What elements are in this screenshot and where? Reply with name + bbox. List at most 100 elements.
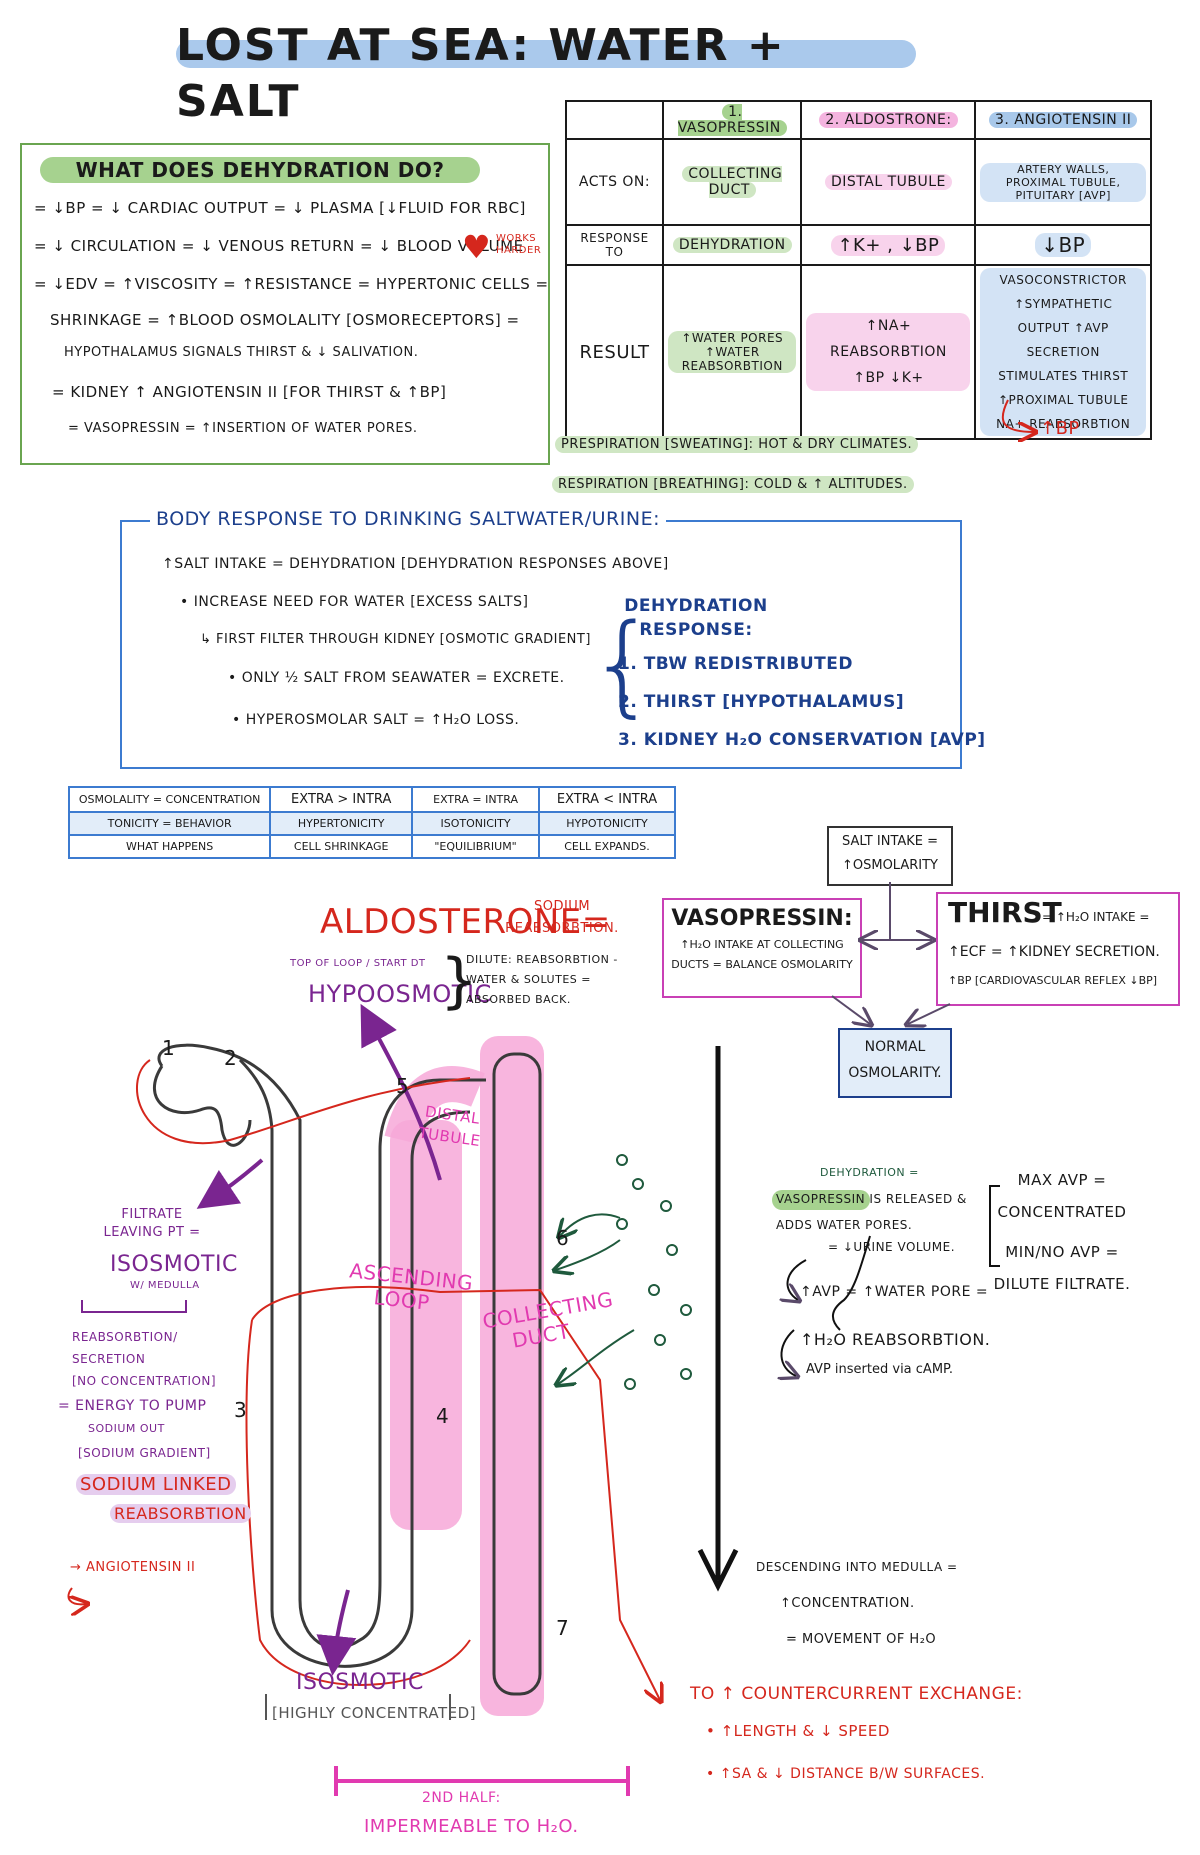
- reabsorb-line-4: = ENERGY TO PUMP: [58, 1398, 207, 1414]
- osm-r2c2: HYPERTONICITY: [269, 811, 414, 836]
- filtrate-pt-label: FILTRATE LEAVING PT =: [103, 1207, 201, 1240]
- isosmotic-bottom-label: ISOSMOTIC: [296, 1670, 424, 1695]
- vaso-acts-on: COLLECTING DUCT: [662, 138, 803, 226]
- normal-osmolarity-box: NORMAL OSMOLARITY.: [838, 1028, 952, 1098]
- osm-r2c4: HYPOTONICITY: [538, 811, 676, 836]
- red-trace: [136, 1059, 471, 1145]
- hypoosmotic-label: HYPOOSMOTIC: [308, 980, 492, 1008]
- nephron-number-4: 4: [436, 1404, 449, 1428]
- osm-r2c3: ISOTONICITY: [411, 811, 540, 836]
- respiration-note: RESPIRATION [BREATHING]: COLD & ↑ ALTITU…: [552, 476, 914, 493]
- header-vasopressin: 1. VASOPRESSIN: [662, 100, 803, 140]
- countercurrent-line-1: • ↑LENGTH & ↓ SPEED: [706, 1722, 890, 1740]
- dehydration-heading: WHAT DOES DEHYDRATION DO?: [40, 157, 480, 183]
- header-angiotensin: 3. ANGIOTENSIN II: [974, 100, 1152, 140]
- dehydration-line-1: = ↓BP = ↓ CARDIAC OUTPUT = ↓ PLASMA [↓FL…: [34, 199, 526, 217]
- osm-r1c3: EXTRA = INTRA: [411, 786, 540, 813]
- osm-r3c4: CELL EXPANDS.: [538, 834, 676, 859]
- reabsorb-line-2: SECRETION: [72, 1352, 146, 1366]
- thirst-box: THIRST = ↑H₂O INTAKE = ↑ECF = ↑KIDNEY SE…: [936, 892, 1180, 1006]
- second-half-label: 2ND HALF:: [422, 1790, 501, 1806]
- saltwater-line-1: ↑SALT INTAKE = DEHYDRATION [DEHYDRATION …: [162, 556, 669, 572]
- osm-r1c1: OSMOLALITY = CONCENTRATION: [67, 786, 272, 813]
- nephron-number-2: 2: [224, 1046, 237, 1070]
- perspiration-note: PRESPIRATION [SWEATING]: HOT & DRY CLIMA…: [555, 436, 919, 453]
- page-title: LOST AT SEA: WATER + SALT: [176, 18, 916, 127]
- response-2: 2. THIRST [HYPOTHALAMUS]: [618, 692, 905, 712]
- max-avp-note: MAX AVP = CONCENTRATED: [997, 1171, 1127, 1221]
- vasopressin-box: VASOPRESSIN: ↑H₂O INTAKE AT COLLECTING D…: [662, 898, 862, 998]
- aldosterone-title: ALDOSTERONE=: [320, 902, 611, 942]
- salt-intake-box: SALT INTAKE = ↑OSMOLARITY: [827, 826, 953, 886]
- title-text: LOST AT SEA: WATER + SALT: [176, 20, 786, 127]
- osm-r3c3: "EQUILIBRIUM": [411, 834, 540, 859]
- response-brace: {: [588, 600, 658, 728]
- aldo-acts-on: DISTAL TUBULE: [800, 138, 977, 226]
- header-aldosterone: 2. ALDOSTRONE:: [800, 100, 977, 140]
- heart-icon: ♥: [462, 228, 491, 266]
- dehydration-line-4: SHRINKAGE = ↑BLOOD OSMOLALITY [OSMORECEP…: [50, 311, 520, 329]
- top-of-loop: TOP OF LOOP / START DT: [290, 958, 426, 969]
- title-highlight: [176, 40, 916, 68]
- isosmotic-pt-label: ISOSMOTIC: [110, 1252, 238, 1277]
- reabsorb-line-5: SODIUM OUT: [88, 1422, 165, 1435]
- saltwater-line-3: ↳ FIRST FILTER THROUGH KIDNEY [OSMOTIC G…: [200, 632, 591, 647]
- dehydration-box: WHAT DOES DEHYDRATION DO? = ↓BP = ↓ CARD…: [20, 143, 550, 465]
- nephron-number-7: 7: [556, 1616, 569, 1640]
- dehydration-line-2: = ↓ CIRCULATION = ↓ VENOUS RETURN = ↓ BL…: [34, 237, 524, 255]
- highly-concentrated-label: [HIGHLY CONCENTRATED]: [272, 1704, 477, 1722]
- dehydration-line-5: HYPOTHALAMUS SIGNALS THIRST & ↓ SALIVATI…: [64, 345, 419, 360]
- ang-acts-on: ARTERY WALLS, PROXIMAL TUBULE, PITUITARY…: [974, 138, 1152, 226]
- nephron-number-5: 5: [396, 1074, 409, 1098]
- concentration-note: ↑CONCENTRATION.: [780, 1596, 915, 1611]
- vaso-response: DEHYDRATION: [662, 224, 803, 266]
- row-label-response: RESPONSE TO: [564, 224, 665, 266]
- osm-r1c4: EXTRA < INTRA: [538, 786, 676, 813]
- urine-volume-note: = ↓URINE VOLUME.: [828, 1240, 956, 1254]
- thirst-line-3: ↑BP [CARDIOVASCULAR REFLEX ↓BP]: [948, 974, 1158, 987]
- hormone-table: 1. VASOPRESSIN 2. ALDOSTRONE: 3. ANGIOTE…: [564, 100, 1152, 440]
- table-corner: [564, 100, 665, 140]
- row-label-result: RESULT: [564, 264, 665, 440]
- vaso-released-note: VASOPRESSIN IS RELEASED & ADDS WATER POR…: [776, 1192, 967, 1232]
- angiotensin-label: → ANGIOTENSIN II: [70, 1560, 196, 1575]
- thirst-line-2: ↑ECF = ↑KIDNEY SECRETION.: [948, 944, 1160, 960]
- osm-r3c2: CELL SHRINKAGE: [269, 834, 414, 859]
- saltwater-line-5: • HYPEROSMOLAR SALT = ↑H₂O LOSS.: [232, 712, 520, 728]
- hypoosmotic-brace: }: [440, 946, 479, 1016]
- row-label-acts-on: ACTS ON:: [564, 138, 665, 226]
- dehydration-response-heading: DEHYDRATION RESPONSE:: [624, 596, 768, 640]
- works-harder-note: WORKS HARDER: [496, 233, 542, 256]
- ang-response: ↓BP: [974, 224, 1152, 266]
- hypoosmotic-arrow: [360, 1003, 442, 1181]
- osm-r2c1: TONICITY = BEHAVIOR: [67, 811, 272, 836]
- response-1: 1. TBW REDISTRIBUTED: [618, 654, 853, 674]
- dehydration-line-6: = KIDNEY ↑ ANGIOTENSIN II [FOR THIRST & …: [52, 383, 447, 401]
- reabsorb-line-3: [NO CONCENTRATION]: [72, 1374, 217, 1388]
- response-3: 3. KIDNEY H₂O CONSERVATION [AVP]: [618, 730, 986, 750]
- movement-note: = MOVEMENT OF H₂O: [786, 1632, 937, 1647]
- vasopressin-box-text: ↑H₂O INTAKE AT COLLECTING DUCTS = BALANC…: [671, 938, 853, 971]
- flow-connector: [866, 882, 930, 941]
- impermeable-label: IMPERMEABLE TO H₂O.: [364, 1816, 579, 1837]
- dehydration-line-7: = VASOPRESSIN = ↑INSERTION OF WATER PORE…: [68, 421, 418, 436]
- reabsorb-line-1: REABSORBTION/: [72, 1330, 178, 1344]
- countercurrent-line-2: • ↑SA & ↓ DISTANCE B/W SURFACES.: [706, 1766, 986, 1782]
- nephron-number-1: 1: [162, 1036, 175, 1060]
- osmolality-table: OSMOLALITY = CONCENTRATION EXTRA > INTRA…: [67, 786, 676, 859]
- dehydration-line-3: = ↓EDV = ↑VISCOSITY = ↑RESISTANCE = HYPE…: [34, 275, 549, 293]
- aldo-response: ↑K+ , ↓BP: [800, 224, 977, 266]
- with-medulla-label: W/ MEDULLA: [130, 1280, 200, 1291]
- descending-note: DESCENDING INTO MEDULLA =: [756, 1560, 958, 1574]
- reabsorbtion-label: REABSORBTION: [110, 1504, 251, 1523]
- dehydration-eq-label: DEHYDRATION =: [820, 1166, 919, 1179]
- thirst-line-1: = ↑H₂O INTAKE =: [1042, 910, 1150, 924]
- nephron-number-3: 3: [234, 1398, 247, 1422]
- saltwater-line-4: • ONLY ½ SALT FROM SEAWATER = EXCRETE.: [228, 670, 565, 686]
- dilute-note: DILUTE: REABSORBTION - WATER & SOLUTES =…: [466, 953, 618, 1006]
- camp-note: AVP inserted via cAMP.: [806, 1362, 953, 1377]
- thirst-box-title: THIRST: [948, 896, 1062, 929]
- h2o-reab-note: ↑H₂O REABSORBTION.: [800, 1330, 991, 1349]
- countercurrent-title: TO ↑ COUNTERCURRENT EXCHANGE:: [690, 1684, 1023, 1704]
